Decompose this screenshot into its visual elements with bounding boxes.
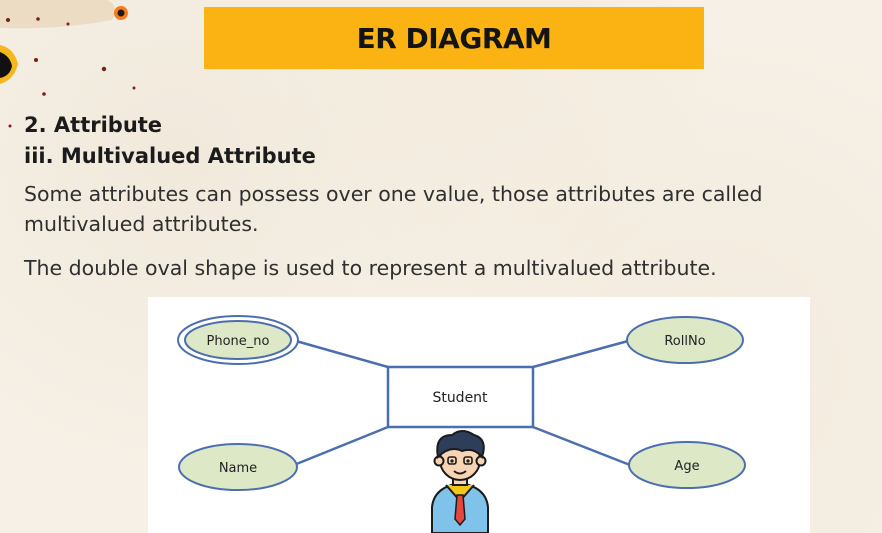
title-banner: ER DIAGRAM — [204, 7, 704, 69]
attribute-label: RollNo — [664, 334, 705, 349]
attribute-label: Name — [219, 461, 257, 476]
er-diagram: Student Phone_no RollNo Name Age — [148, 297, 810, 533]
attribute-label: Phone_no — [207, 334, 270, 349]
attribute-rollno: RollNo — [626, 316, 744, 364]
definition-paragraph: Some attributes can possess over one val… — [24, 182, 763, 236]
multivalued-attribute-phone-no: Phone_no — [177, 315, 299, 365]
attribute-name: Name — [178, 443, 298, 491]
section-heading: 2. Attribute — [24, 113, 163, 137]
connector-phone-no — [295, 339, 389, 369]
decorative-splatter — [0, 0, 136, 128]
notation-paragraph: The double oval shape is used to represe… — [24, 256, 717, 280]
attribute-age: Age — [628, 441, 746, 489]
connector-age — [532, 425, 631, 467]
connector-name — [293, 425, 389, 467]
page-title: ER DIAGRAM — [356, 21, 552, 55]
connector-rollno — [532, 339, 629, 369]
attribute-label: Age — [674, 459, 699, 474]
entity-student: Student — [386, 365, 535, 429]
subsection-heading: iii. Multivalued Attribute — [24, 144, 316, 168]
entity-label: Student — [432, 390, 488, 406]
student-icon — [431, 430, 489, 533]
